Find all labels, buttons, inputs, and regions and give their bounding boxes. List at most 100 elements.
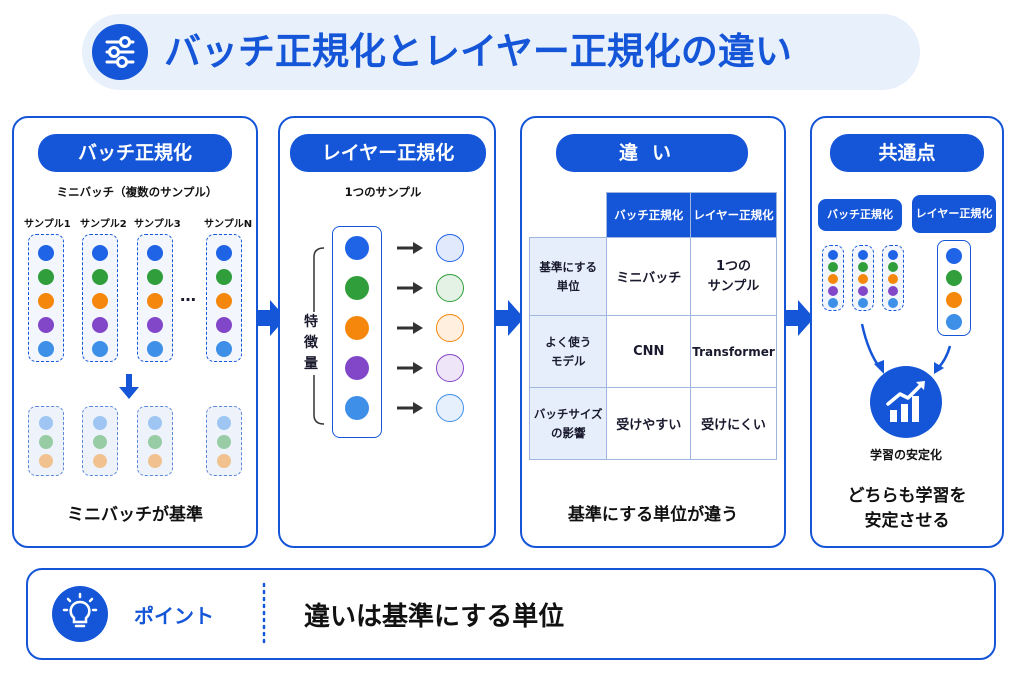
mini-dot [888, 286, 898, 296]
normalized-dot [436, 274, 464, 302]
table-cell: 受けやすい [606, 387, 692, 460]
mini-dot [828, 286, 838, 296]
mini-dot [888, 262, 898, 272]
feature-dot [147, 293, 163, 309]
sample-label-3: サンプル3 [134, 219, 181, 230]
feature-dot [147, 341, 163, 357]
feature-dot [216, 317, 232, 333]
table-row: バッチサイズの影響 受けやすい 受けにくい [528, 387, 777, 460]
table-row: よく使うモデル CNN Transformer [528, 315, 777, 388]
normalized-dot [436, 234, 464, 262]
feature-dot [147, 269, 163, 285]
table-cell: ミニバッチ [606, 237, 692, 316]
down-arrow-icon [119, 374, 139, 399]
feature-dot [345, 276, 369, 300]
feature-dot [38, 293, 54, 309]
normalized-dot [93, 454, 107, 468]
row-header: よく使うモデル [528, 315, 608, 388]
lightbulb-icon [52, 586, 108, 642]
column-header-batch: バッチ正規化 [606, 192, 692, 238]
title-banner [82, 14, 920, 90]
normalized-column-1 [28, 406, 64, 476]
feature-dot [147, 245, 163, 261]
feature-label: 特 徴 量 [300, 312, 322, 375]
feature-dot [216, 293, 232, 309]
feature-dot [345, 356, 369, 380]
row-header: 基準にする単位 [528, 237, 608, 316]
right-arrow-icon [397, 402, 423, 414]
panel4-heading: 共通点 [830, 134, 984, 172]
tag-layer-norm: レイヤー正規化 [912, 195, 996, 233]
point-box [26, 568, 996, 660]
sample-label-2: サンプル2 [80, 219, 127, 230]
layer-dot [946, 292, 962, 308]
column-header-layer: レイヤー正規化 [690, 192, 777, 238]
point-label: ポイント [134, 604, 214, 628]
mini-dot [828, 262, 838, 272]
panel4-caption: どちらも学習を 安定させる [847, 486, 967, 531]
mini-dot [888, 250, 898, 260]
mini-dot [828, 250, 838, 260]
layer-dot [946, 314, 962, 330]
feature-dot [92, 341, 108, 357]
panel1-heading: バッチ正規化 [38, 134, 232, 172]
table-cell: 1つのサンプル [690, 237, 777, 316]
right-arrow-icon [397, 322, 423, 334]
panel3-heading: 違い [556, 134, 748, 172]
feature-dot [92, 317, 108, 333]
tag-batch-norm: バッチ正規化 [818, 199, 902, 231]
right-arrow-icon [397, 362, 423, 374]
stability-label: 学習の安定化 [869, 448, 942, 462]
comparison-table: バッチ正規化 レイヤー正規化 基準にする単位 ミニバッチ 1つのサンプル よく使… [528, 192, 777, 460]
mini-dot [858, 250, 868, 260]
ellipsis: … [180, 286, 196, 305]
mini-dot [828, 298, 838, 308]
table-cell: 受けにくい [690, 387, 777, 460]
normalized-dot [39, 435, 53, 449]
mini-dot [858, 262, 868, 272]
panel3-caption: 基準にする単位が違う [567, 505, 739, 525]
mini-dot [888, 298, 898, 308]
feature-dot [147, 317, 163, 333]
normalized-column-2 [82, 406, 118, 476]
table-cell: Transformer [690, 315, 777, 388]
feature-dot [38, 245, 54, 261]
normalized-dot [148, 454, 162, 468]
point-text: 違いは基準にする単位 [304, 602, 565, 632]
converge-arrows [860, 323, 952, 374]
panel-common [810, 116, 1004, 548]
right-arrow-icon [397, 242, 423, 254]
table-row: 基準にする単位 ミニバッチ 1つのサンプル [528, 237, 777, 316]
feature-dot [92, 269, 108, 285]
normalized-dot [436, 394, 464, 422]
mini-dot [858, 286, 868, 296]
feature-dot [216, 341, 232, 357]
divider [262, 582, 266, 646]
sample-label-1: サンプル1 [24, 219, 71, 230]
normalized-column-3 [137, 406, 173, 476]
feature-dot [92, 293, 108, 309]
feature-dot [216, 245, 232, 261]
normalized-dot [148, 435, 162, 449]
normalized-column-n [206, 406, 242, 476]
feature-dot [38, 317, 54, 333]
normalized-dot [217, 454, 231, 468]
right-arrow-icon [496, 300, 524, 336]
feature-dot [345, 396, 369, 420]
panel2-heading: レイヤー正規化 [290, 134, 486, 172]
normalized-dot [39, 416, 53, 430]
feature-dot [345, 236, 369, 260]
sliders-icon [92, 24, 148, 80]
row-header: バッチサイズの影響 [528, 387, 608, 460]
normalized-dot [148, 416, 162, 430]
normalized-dot [217, 435, 231, 449]
feature-dot [92, 245, 108, 261]
panel1-caption: ミニバッチが基準 [67, 505, 203, 525]
panel2-subtitle: 1つのサンプル [344, 185, 422, 199]
mini-dot [888, 274, 898, 284]
panel1-subtitle: ミニバッチ（複数のサンプル） [56, 185, 218, 199]
sample-label-n: サンプルN [204, 219, 253, 230]
normalized-dot [39, 454, 53, 468]
layer-dot [946, 248, 962, 264]
layer-dot [946, 270, 962, 286]
